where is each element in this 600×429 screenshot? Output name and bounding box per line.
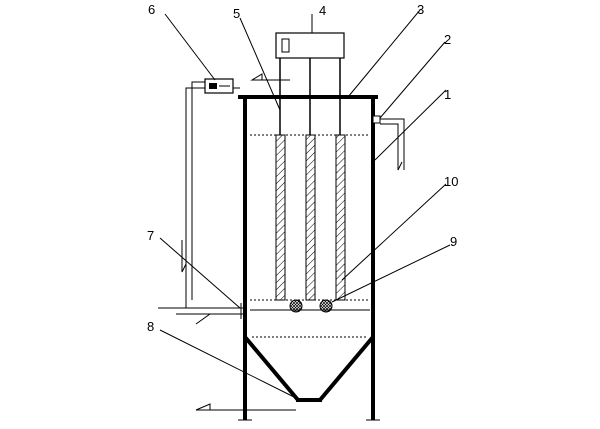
label-5: 5	[233, 6, 240, 21]
bottom-outlet	[195, 403, 296, 411]
vessel-shell	[238, 95, 380, 421]
label-6: 6	[148, 2, 155, 17]
pump-pipe	[181, 78, 240, 308]
mesh-balls	[289, 299, 333, 313]
filter-elements	[275, 134, 346, 301]
label-3: 3	[417, 2, 424, 17]
label-4: 4	[319, 3, 326, 18]
label-10: 10	[444, 174, 458, 189]
leader-lines	[159, 9, 451, 401]
side-outlet	[372, 115, 405, 171]
top-arrow	[250, 73, 290, 81]
drive-box	[275, 32, 345, 59]
label-7: 7	[147, 228, 154, 243]
label-2: 2	[444, 32, 451, 47]
conical-bottom	[243, 335, 375, 402]
label-1: 1	[444, 87, 451, 102]
inlet-pipe	[158, 303, 245, 325]
label-9: 9	[450, 234, 457, 249]
hanging-rods	[279, 58, 341, 135]
label-8: 8	[147, 319, 154, 334]
